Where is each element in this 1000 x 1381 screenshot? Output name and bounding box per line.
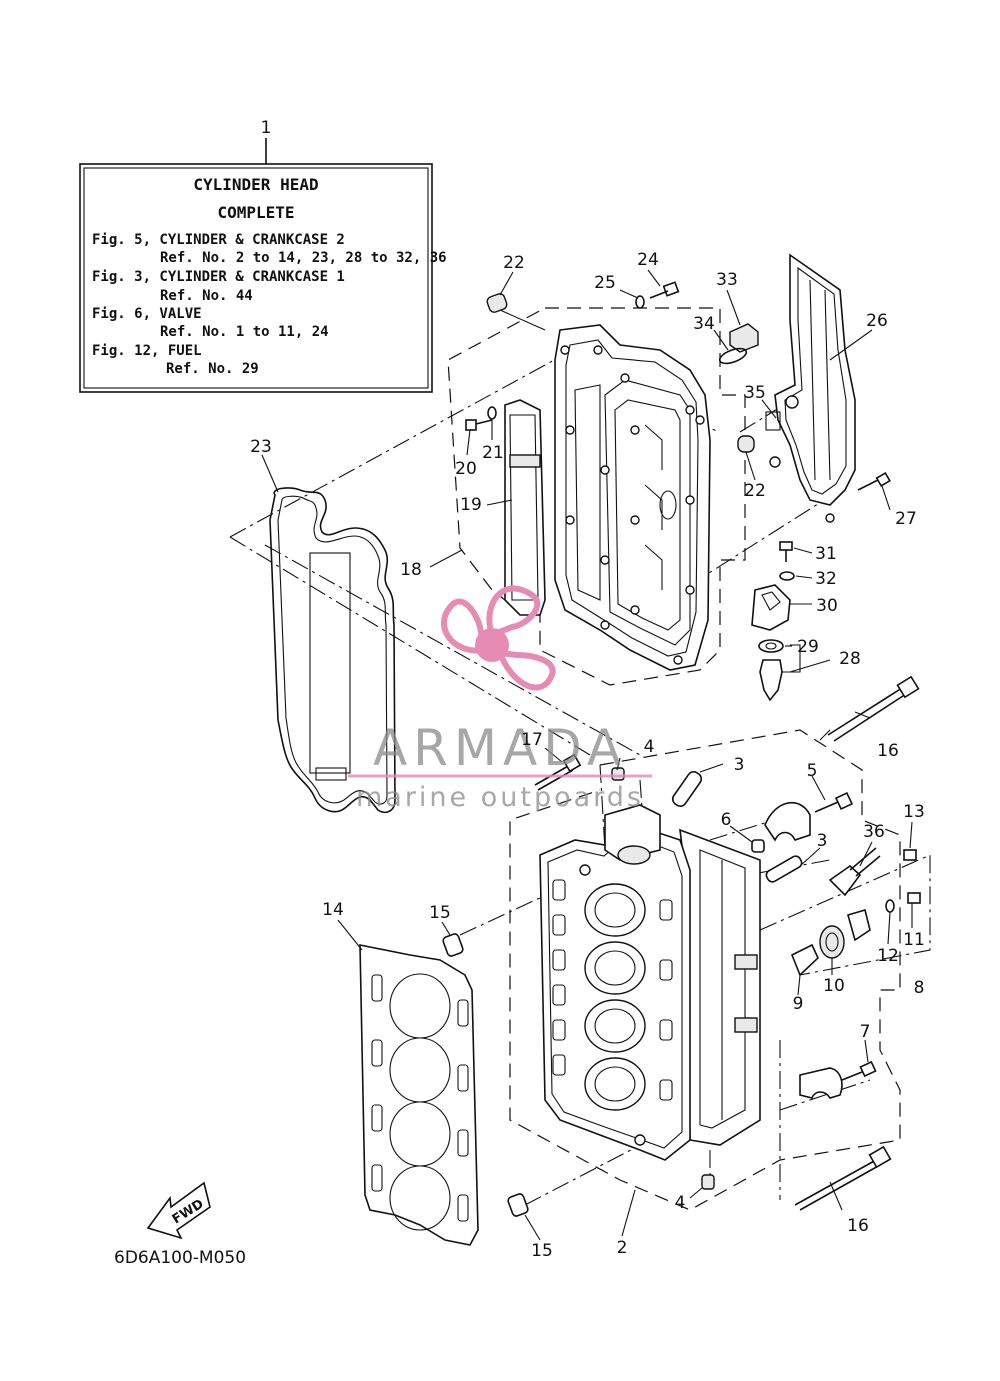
callout-7: 7 [860, 1022, 871, 1042]
callout-15: 15 [531, 1241, 553, 1261]
head-gasket-14 [359, 944, 479, 1246]
callout-2: 2 [617, 1238, 628, 1258]
callout-34: 34 [693, 314, 715, 334]
cylinder-head-cover-18 [504, 324, 711, 671]
callout-1: 1 [261, 118, 272, 138]
callout-35: 35 [744, 383, 766, 403]
diagram-code: 6D6A100-M050 [114, 1248, 246, 1268]
callout-16: 16 [877, 741, 899, 761]
callout-18: 18 [400, 560, 422, 580]
info-box-line: Ref. No. 44 [160, 288, 253, 304]
info-box-line: Ref. No. 2 to 14, 23, 28 to 32, 36 [160, 250, 447, 266]
info-box-title-2: COMPLETE [217, 203, 294, 222]
callout-3: 3 [734, 755, 745, 775]
callout-26: 26 [866, 311, 888, 331]
info-box-line: Fig. 6, VALVE [92, 306, 202, 322]
callout-22: 22 [744, 481, 766, 501]
callout-30: 30 [816, 596, 838, 616]
callout-28: 28 [839, 649, 861, 669]
leader-lines [261, 269, 913, 1241]
callout-17: 17 [521, 730, 543, 750]
bracket-26 [765, 253, 891, 523]
info-box-line: Fig. 5, CYLINDER & CRANKCASE 2 [92, 232, 345, 248]
callout-12: 12 [877, 946, 899, 966]
lower-small-parts [442, 767, 921, 1217]
group-outlines [447, 307, 931, 1211]
info-box-line: Ref. No. 29 [166, 361, 259, 377]
callout-16: 16 [847, 1216, 869, 1236]
callout-32: 32 [815, 569, 837, 589]
callout-24: 24 [637, 250, 659, 270]
callout-5: 5 [807, 761, 818, 781]
callout-23: 23 [250, 437, 272, 457]
callout-20: 20 [455, 459, 477, 479]
fwd-arrow: FWD [146, 1181, 211, 1240]
callout-27: 27 [895, 509, 917, 529]
callout-19: 19 [460, 495, 482, 515]
info-box-title-1: CYLINDER HEAD [193, 175, 318, 194]
callout-21: 21 [482, 443, 504, 463]
watermark-brand: ARMADA [373, 719, 627, 777]
combustion-chambers [584, 883, 646, 1111]
info-box: CYLINDER HEAD COMPLETE Fig. 5, CYLINDER … [79, 138, 447, 393]
callout-36: 36 [863, 822, 885, 842]
cylinder-head-2 [539, 804, 761, 1161]
callout-3: 3 [817, 831, 828, 851]
sensor-assembly-28 [751, 541, 795, 702]
callout-13: 13 [903, 802, 925, 822]
callout-15: 15 [429, 903, 451, 923]
cover-gasket-23 [269, 487, 396, 814]
callout-29: 29 [797, 637, 819, 657]
callout-14: 14 [322, 900, 344, 920]
water-ports [552, 879, 673, 1101]
callout-33: 33 [716, 270, 738, 290]
info-box-line: Ref. No. 1 to 11, 24 [160, 324, 329, 340]
callout-4: 4 [675, 1193, 686, 1213]
callout-6: 6 [721, 810, 732, 830]
callout-8: 8 [914, 978, 925, 998]
callout-25: 25 [594, 273, 616, 293]
callout-9: 9 [793, 994, 804, 1014]
callout-4: 4 [644, 737, 655, 757]
info-box-line: Fig. 3, CYLINDER & CRANKCASE 1 [92, 269, 345, 285]
callouts: 1 2 3 3 4 4 5 6 7 8 9 10 11 12 13 14 15 … [250, 118, 925, 1261]
info-box-line: Fig. 12, FUEL [92, 343, 202, 359]
callout-10: 10 [823, 976, 845, 996]
callout-31: 31 [815, 544, 837, 564]
watermark-tagline: marine outpoards [356, 782, 644, 813]
callout-22: 22 [503, 253, 525, 273]
callout-11: 11 [903, 930, 925, 950]
watermark-propeller-logo [441, 585, 556, 691]
watermark: ARMADA marine outpoards [348, 585, 652, 813]
upper-small-parts [465, 281, 759, 453]
